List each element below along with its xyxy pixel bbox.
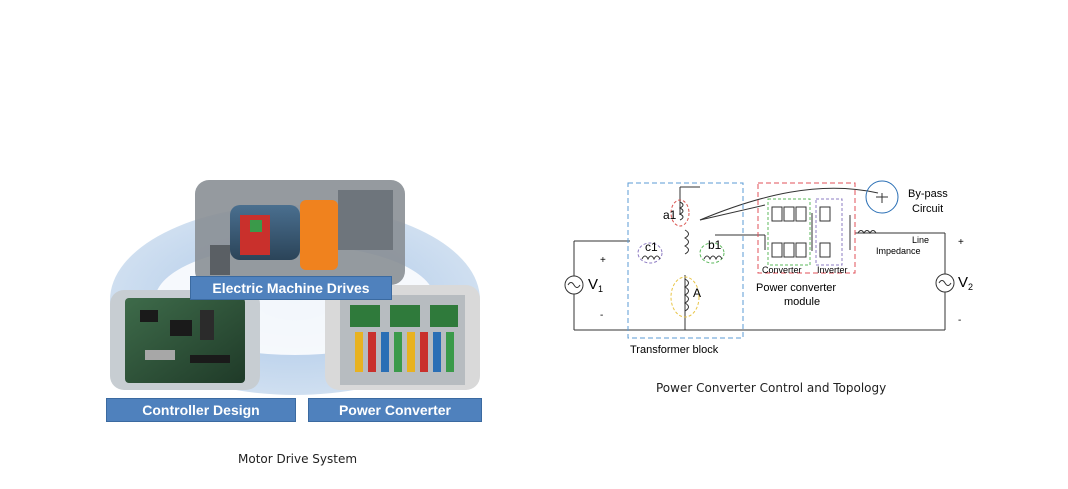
bypass-label-1: By-pass: [908, 188, 948, 200]
converter-label: Converter: [762, 265, 802, 275]
motor-photo: [195, 180, 405, 285]
bypass-circle: [865, 180, 899, 214]
line-impedance-label-2: Impedance: [876, 246, 921, 256]
coil-big-a: [670, 276, 700, 318]
minus-left: -: [600, 310, 603, 321]
controller-pcb-photo: [110, 290, 260, 390]
plus-right: +: [958, 237, 964, 248]
coil-b1: [699, 242, 725, 264]
coil-a1: [670, 199, 690, 227]
transformer-block-box: [627, 182, 744, 339]
power-converter-photo: [325, 285, 480, 390]
motor-drive-figure: Electric Machine Drives Controller Desig…: [100, 160, 490, 430]
inverter-label: Inverter: [817, 265, 848, 275]
motor-drive-illustration: [110, 180, 480, 395]
plus-left: +: [600, 255, 606, 266]
converter-box: [767, 198, 811, 266]
a1-label: a1: [663, 208, 677, 222]
c1-label: c1: [645, 240, 658, 254]
topology-schematic: + - V1 V2 + - a1 b1 c1 A By-pass Circuit…: [564, 180, 973, 356]
big-a-label: A: [693, 286, 701, 300]
power-converter-label: Power Converter: [308, 398, 482, 422]
coil-c1: [637, 242, 663, 264]
b1-label: b1: [708, 238, 722, 252]
motor-drive-caption: Motor Drive System: [238, 452, 358, 466]
v2-label: V2: [958, 274, 973, 292]
bypass-label-2: Circuit: [912, 203, 943, 215]
v1-label: V1: [588, 276, 603, 294]
circuit-wires: [573, 186, 946, 331]
line-impedance-label-1: Line: [912, 235, 929, 245]
inverter-box: [815, 198, 843, 266]
pcm-label-2: module: [784, 296, 820, 308]
topology-caption: Power Converter Control and Topology: [656, 381, 887, 395]
topology-figure: + - V1 V2 + - a1 b1 c1 A By-pass Circuit…: [560, 175, 990, 365]
electric-machine-drives-label: Electric Machine Drives: [190, 276, 392, 300]
minus-right: -: [958, 315, 961, 326]
transformer-block-label: Transformer block: [630, 344, 719, 356]
power-converter-module-box: [757, 182, 856, 274]
controller-design-label: Controller Design: [106, 398, 296, 422]
line-impedance-coil: [857, 230, 877, 234]
pcm-label-1: Power converter: [756, 282, 836, 294]
